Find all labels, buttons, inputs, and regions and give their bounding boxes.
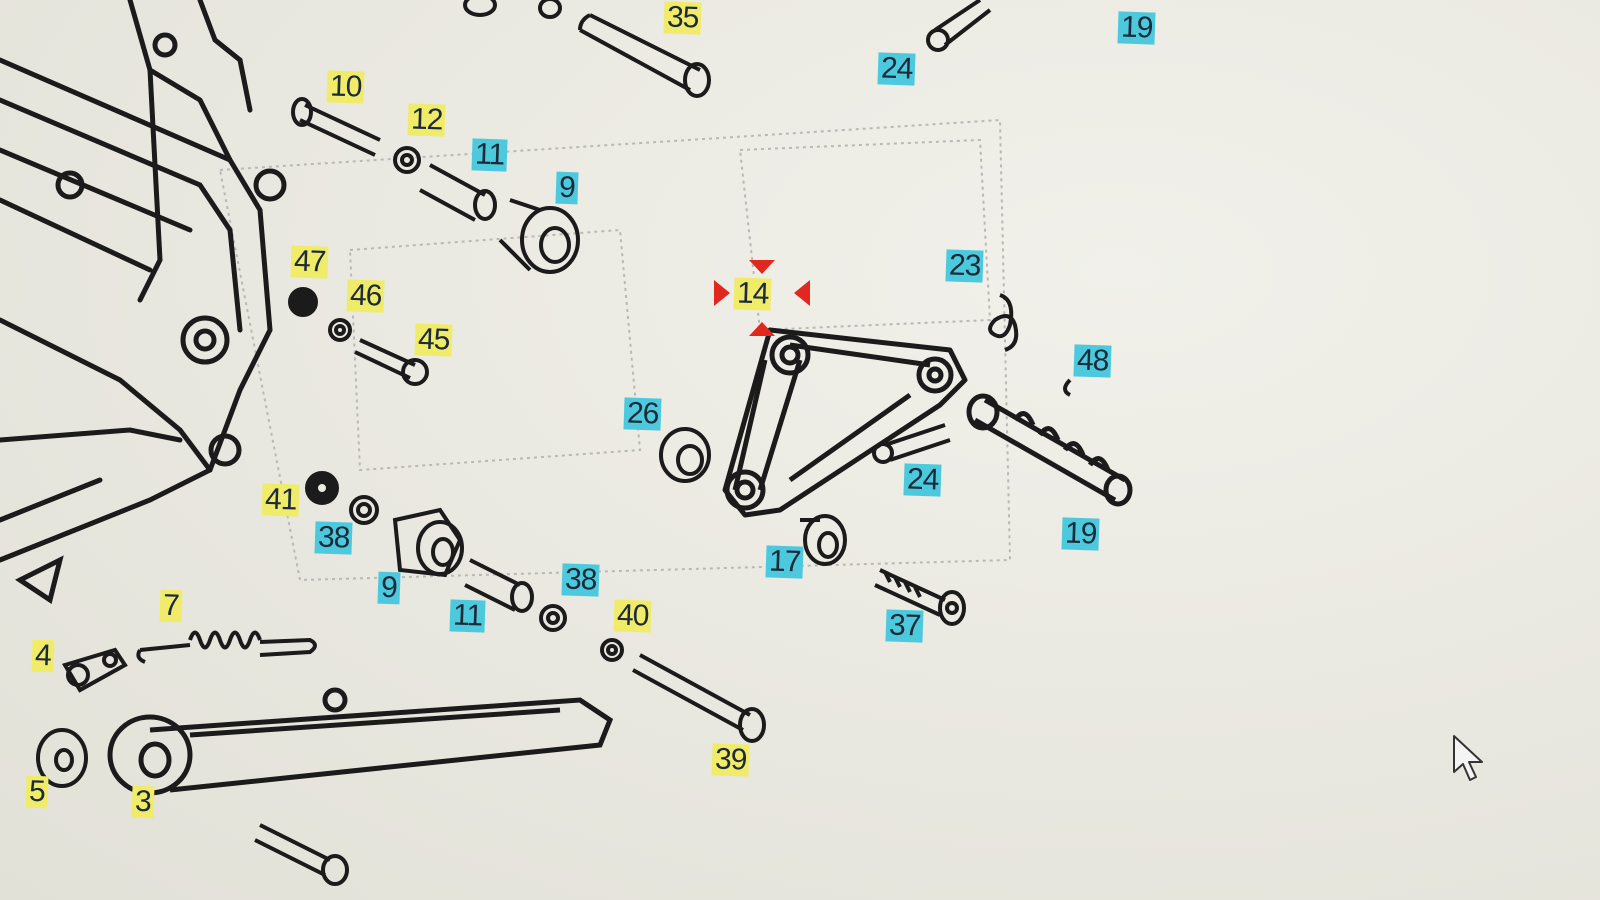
part-26-bushing[interactable] [659,427,711,483]
callout-label[interactable]: 35 [663,0,702,35]
part-19-spring[interactable] [966,393,1133,507]
part-3-side-stand[interactable] [107,687,614,796]
callout-label[interactable]: 3 [131,785,155,819]
callout-label[interactable]: 19 [1117,10,1156,45]
callout-label[interactable]: 24 [903,462,942,497]
callout-label[interactable]: 4 [31,639,55,673]
callout-label[interactable]: 38 [314,520,353,555]
part-14-lever[interactable] [722,327,968,518]
callout-label[interactable]: 7 [159,589,183,623]
part-35-pin[interactable] [463,0,711,98]
callout-label[interactable]: 40 [613,598,652,633]
part-24-pin[interactable] [872,423,951,464]
bottom-bolt[interactable] [254,823,349,886]
callout-label[interactable]: 5 [25,775,49,809]
callout-label[interactable]: 17 [765,544,804,579]
part-5-washer[interactable] [36,728,88,788]
callout-label[interactable]: 48 [1073,343,1112,378]
ghost-outline [218,118,1012,582]
callout-label[interactable]: 11 [449,599,486,633]
callout-label[interactable]: 9 [555,171,579,205]
callout-label[interactable]: 11 [471,138,508,172]
callout-label[interactable]: 10 [326,69,365,104]
callout-label[interactable]: 47 [290,244,329,279]
part-23-spring[interactable] [988,293,1072,397]
upper-bushing-stack[interactable] [291,97,580,274]
callout-label[interactable]: 9 [377,571,401,605]
callout-label[interactable]: 23 [945,248,984,283]
part-39-bolt[interactable] [600,638,766,743]
frame-part[interactable] [0,0,287,605]
callout-label[interactable]: 46 [346,278,385,313]
small-fastener-set[interactable] [288,287,429,386]
callout-label[interactable]: 19 [1061,516,1100,551]
callout-label[interactable]: 26 [623,396,662,431]
part-7-spring[interactable] [136,630,317,664]
callout-label[interactable]: 39 [711,742,750,777]
part-4-link[interactable] [61,647,128,693]
part-24-top-pin[interactable] [926,0,992,52]
callout-label[interactable]: 45 [414,322,453,357]
callout-label[interactable]: 37 [885,608,924,643]
callout-label[interactable]: 12 [407,102,446,137]
callout-label[interactable]: 41 [261,482,300,517]
lower-bushing-stack[interactable] [305,471,567,632]
part-17-bushing[interactable] [800,514,847,566]
selected-callout-label[interactable]: 14 [733,276,772,311]
callout-label[interactable]: 38 [561,562,600,597]
mouse-pointer-icon [1453,735,1483,781]
part-37-bolt[interactable] [874,568,966,626]
callout-label[interactable]: 24 [877,51,916,86]
